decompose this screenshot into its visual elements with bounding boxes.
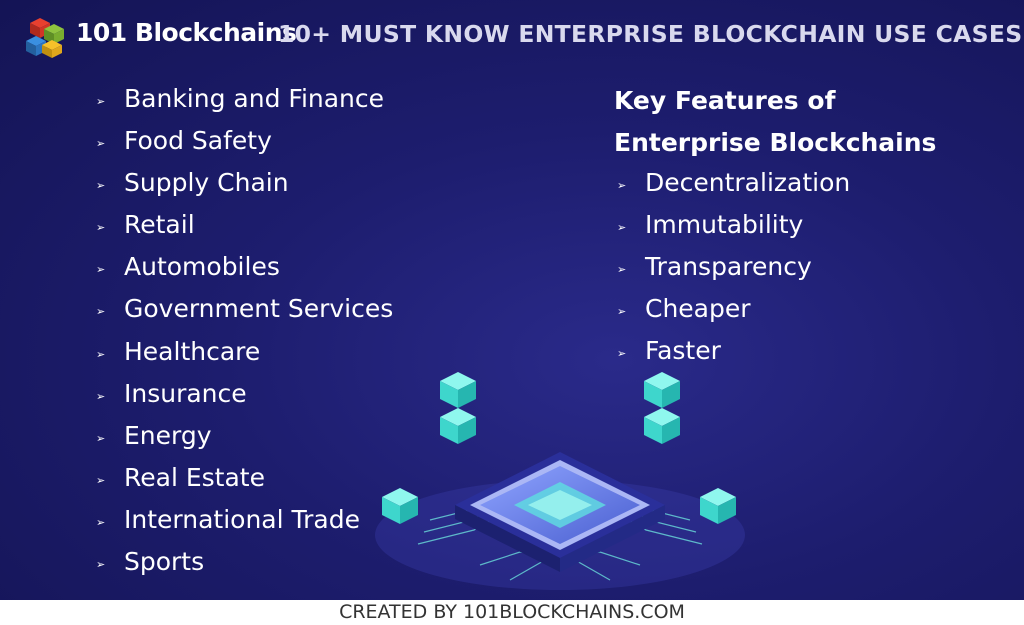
arrow-bullet-icon: ➢: [617, 263, 627, 277]
features-heading-line: Key Features of: [614, 86, 836, 115]
arrow-bullet-icon: ➢: [96, 221, 106, 235]
list-item: ➢ Faster: [617, 330, 917, 372]
list-item: ➢ Healthcare: [96, 331, 456, 373]
arrow-bullet-icon: ➢: [617, 305, 627, 319]
arrow-bullet-icon: ➢: [96, 179, 106, 193]
use-case-label: Real Estate: [124, 462, 265, 492]
arrow-bullet-icon: ➢: [96, 263, 106, 277]
list-item: ➢ Transparency: [617, 246, 917, 288]
list-item: ➢ Banking and Finance: [96, 78, 456, 120]
list-item: ➢ Food Safety: [96, 120, 456, 162]
feature-label: Cheaper: [645, 294, 751, 324]
use-case-label: Energy: [124, 420, 212, 450]
use-case-label: Food Safety: [124, 126, 272, 156]
header: 101 Blockchains 10+ MUST KNOW ENTERPRISE…: [0, 0, 1024, 72]
arrow-bullet-icon: ➢: [96, 431, 106, 445]
list-item: ➢ Insurance: [96, 373, 456, 415]
feature-label: Decentralization: [645, 168, 851, 197]
arrow-bullet-icon: ➢: [96, 389, 106, 403]
list-item: ➢ Immutability: [617, 204, 917, 246]
list-item: ➢ Cheaper: [617, 288, 917, 330]
arrow-bullet-icon: ➢: [96, 473, 106, 487]
features-heading: Key Features of Enterprise Blockchains: [614, 80, 936, 164]
use-case-label: Healthcare: [124, 336, 261, 366]
brand-name: 101 Blockchains: [76, 18, 297, 47]
use-case-label: Supply Chain: [124, 168, 289, 198]
list-item: ➢ Energy: [96, 415, 456, 457]
feature-label: Immutability: [645, 210, 804, 240]
arrow-bullet-icon: ➢: [96, 558, 106, 572]
list-item: ➢ Government Services: [96, 288, 456, 330]
list-item: ➢ Retail: [96, 204, 456, 246]
feature-label: Transparency: [645, 252, 812, 282]
blockchain-chip-icon: [375, 372, 745, 590]
feature-label: Faster: [645, 336, 721, 366]
use-case-label: International Trade: [124, 504, 360, 534]
list-item: ➢ Sports: [96, 541, 456, 583]
footer-credit: CREATED BY 101BLOCKCHAINS.COM: [0, 600, 1024, 625]
list-item: ➢ Decentralization: [617, 162, 917, 204]
page-headline: 10+ MUST KNOW ENTERPRISE BLOCKCHAIN USE …: [278, 20, 1023, 48]
use-case-label: Insurance: [124, 378, 247, 408]
use-case-label: Automobiles: [124, 252, 280, 282]
arrow-bullet-icon: ➢: [96, 347, 106, 361]
list-item: ➢ Automobiles: [96, 246, 456, 288]
feature-list: ➢ Decentralization ➢ Immutability ➢ Transpa…: [617, 162, 917, 372]
arrow-bullet-icon: ➢: [96, 95, 106, 108]
use-case-label: Banking and Finance: [124, 84, 385, 113]
features-heading-line: Enterprise Blockchains: [614, 128, 937, 157]
use-case-label: Sports: [124, 547, 205, 577]
arrow-bullet-icon: ➢: [96, 305, 106, 319]
arrow-bullet-icon: ➢: [617, 221, 627, 235]
list-item: ➢ Real Estate: [96, 457, 456, 499]
list-item: ➢ Supply Chain: [96, 162, 456, 204]
use-case-label: Retail: [124, 210, 195, 240]
arrow-bullet-icon: ➢: [96, 515, 106, 529]
use-case-list: ➢ Banking and Finance ➢ Food Safety ➢ Suppl…: [96, 78, 456, 583]
list-item: ➢ International Trade: [96, 499, 456, 541]
colored-cubes-logo-icon: [26, 18, 64, 58]
use-case-label: Government Services: [124, 294, 394, 324]
arrow-bullet-icon: ➢: [617, 347, 627, 361]
arrow-bullet-icon: ➢: [617, 179, 627, 192]
arrow-bullet-icon: ➢: [96, 137, 106, 151]
infographic-canvas: 101 Blockchains 10+ MUST KNOW ENTERPRISE…: [0, 0, 1024, 600]
